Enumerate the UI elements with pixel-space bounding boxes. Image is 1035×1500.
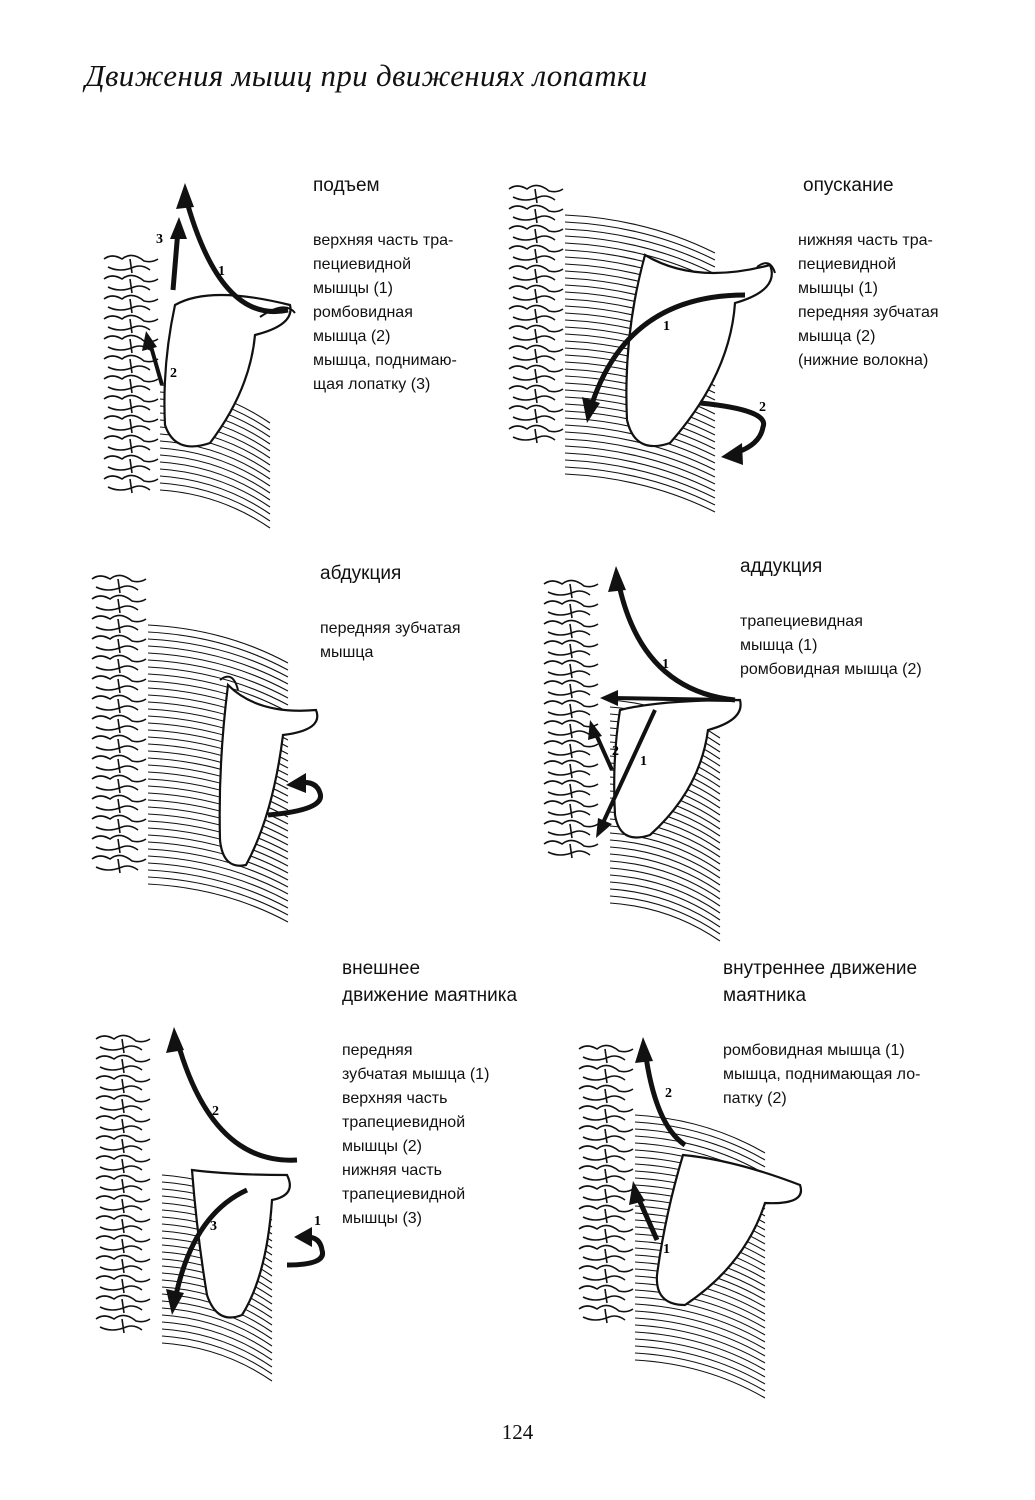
acromion-outline (259, 306, 296, 318)
upward-rotation-figure: 1 2 3 (95, 1027, 326, 1382)
arrow-label-2: 2 (170, 366, 177, 381)
adduction-heading: аддукция (740, 556, 823, 577)
downward-rotation-text-block: внутреннее движение маятника ромбовидная… (723, 955, 1023, 1111)
arrow-head (608, 566, 626, 592)
elevation-figure: 1 2 3 (103, 183, 296, 529)
arrow-levator-scapulae (170, 229, 181, 291)
elevation-heading: подъем (313, 175, 380, 196)
arrow-head (600, 690, 618, 706)
arrow-rhomboid (634, 1193, 660, 1242)
elevation-text-block: подъем верхняя часть тра- пециевидной мы… (313, 172, 503, 397)
arrow-head (582, 397, 600, 423)
depression-description: нижняя часть тра- пециевидной мышцы (1) … (798, 232, 939, 369)
scapula-outline (163, 293, 292, 448)
spine-drawing (103, 254, 159, 494)
upward-rotation-description: передняя зубчатая мышца (1) верхняя част… (342, 1042, 490, 1227)
downward-rotation-description: ромбовидная мышца (1) мышца, поднимающая… (723, 1042, 921, 1107)
arrow-head (635, 1037, 653, 1063)
arrow-label-3: 3 (210, 1219, 217, 1234)
spine-drawing (543, 579, 599, 859)
spine-drawing (95, 1034, 151, 1334)
arrow-head (588, 720, 602, 740)
acromion-outline (219, 675, 239, 691)
arrow-levator-scapulae (642, 1049, 687, 1148)
scapula-outline (625, 253, 773, 448)
arrow-head (176, 183, 194, 209)
abduction-text-block: абдукция передняя зубчатая мышца (320, 560, 520, 665)
adduction-text-block: аддукция трапециевидная мышца (1) ромбов… (740, 553, 970, 682)
page-title: Движения мышц при движениях лопатки (85, 58, 648, 93)
downward-rotation-figure: 1 2 (578, 1037, 803, 1399)
scapula-outline (613, 698, 742, 839)
arrow-head (166, 1027, 184, 1053)
spine-drawing (508, 184, 564, 444)
arrow-label-3: 3 (156, 232, 163, 247)
abduction-description: передняя зубчатая мышца (320, 620, 461, 661)
arrow-upper-trapezius (182, 194, 289, 314)
arrow-serratus-anterior (286, 1234, 326, 1268)
abduction-figure (91, 574, 324, 923)
arrow-head (170, 217, 187, 239)
scapula-outline (190, 1168, 291, 1319)
depression-heading: опускание (803, 175, 894, 196)
depression-text-block: опускание нижняя часть тра- пециевидной … (798, 172, 1028, 373)
arrow-lower-trapezius (587, 292, 746, 411)
elevation-description: верхняя часть тра- пециевидной мышцы (1)… (313, 232, 457, 393)
arrow-rhomboid (148, 342, 164, 386)
upward-rotation-heading: внешнее движение маятника (342, 958, 518, 1006)
downward-rotation-heading: внутреннее движение маятника (723, 958, 918, 1006)
arrow-lower-trapezius (172, 1187, 249, 1301)
arrow-label-2: 2 (759, 400, 766, 415)
abduction-heading: абдукция (320, 563, 402, 584)
acromion-outline (756, 262, 776, 274)
arrow-label-2: 2 (612, 744, 619, 759)
page-number: 124 (501, 1420, 534, 1444)
spine-drawing (91, 574, 147, 874)
arrow-upper-trapezius (174, 1039, 298, 1163)
arrow-trapezius-middle (611, 696, 731, 702)
arrow-head (142, 331, 157, 351)
arrow-head (294, 1227, 312, 1247)
arrow-label-2: 2 (665, 1086, 672, 1101)
arrow-label-1: 1 (663, 319, 670, 334)
arrow-serratus-anterior (267, 780, 324, 818)
upward-rotation-text-block: внешнее движение маятника передняя зубча… (342, 955, 582, 1231)
arrow-label-2: 2 (212, 1104, 219, 1119)
arrow-label-1: 1 (663, 1242, 670, 1257)
arrow-label-1: 1 (218, 264, 225, 279)
arrow-rhomboid (593, 731, 614, 771)
arrow-head (166, 1289, 184, 1315)
spine-drawing (578, 1044, 634, 1324)
arrow-serratus-anterior (699, 400, 767, 456)
arrow-head (286, 773, 306, 793)
arrow-head (629, 1181, 645, 1205)
arrow-head (721, 443, 743, 465)
arrow-trapezius-lower (600, 709, 657, 826)
arrow-label-1: 1 (314, 1214, 321, 1229)
arrow-label-1: 1 (662, 657, 669, 672)
arrow-trapezius-upper (615, 579, 736, 703)
adduction-description: трапециевидная мышца (1) ромбовидная мыш… (740, 613, 922, 678)
arrow-label-1: 1 (640, 754, 647, 769)
depression-figure: 1 2 (508, 184, 776, 513)
scapula-outline (218, 682, 319, 867)
scapula-outline (655, 1153, 803, 1307)
adduction-figure: 1 1 2 (543, 566, 742, 942)
arrow-head (596, 818, 612, 838)
